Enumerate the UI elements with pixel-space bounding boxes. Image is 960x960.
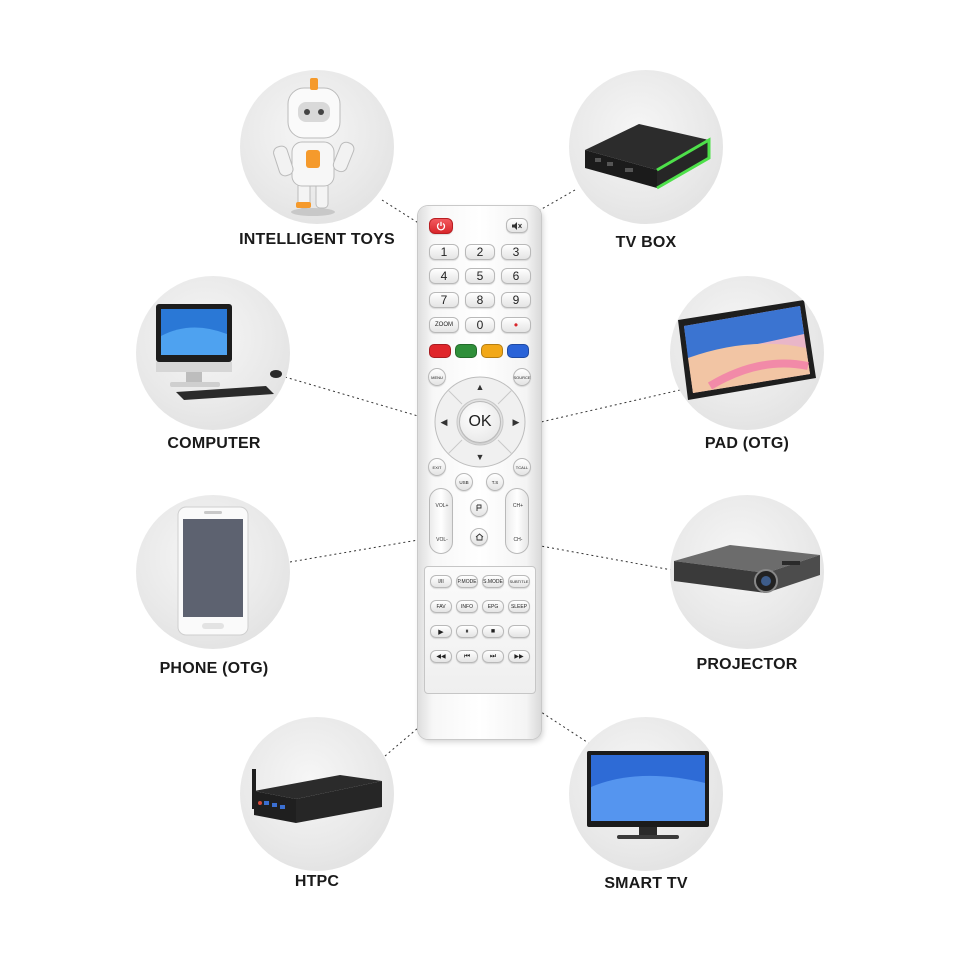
digit-0-button[interactable]: 0 [465,317,495,333]
smart-tv-circle [569,717,723,871]
next-button[interactable]: ⏭ [482,650,504,663]
digit-8-button[interactable]: 8 [465,292,495,308]
down-arrow-button[interactable]: ▼ [475,452,485,462]
power-button[interactable] [429,218,453,234]
back-icon [476,504,482,511]
usb-button[interactable]: USB [455,473,473,491]
vol-minus-label: VOL- [436,537,448,543]
intelligent-toys-label: INTELLIGENT TOYS [239,231,395,248]
tcall-button[interactable]: TCALL [513,458,531,476]
fav-button[interactable]: FAV [430,600,452,613]
blue-key[interactable] [507,344,529,358]
power-icon [436,221,446,231]
home-icon [475,533,483,541]
pad-circle [670,276,824,430]
previous-button[interactable]: ⏮ [456,650,478,663]
projector-icon [674,545,820,593]
info-button[interactable]: INFO [456,600,478,613]
tv-box-icon [585,124,711,190]
smart-tv-label: SMART TV [604,875,688,892]
digit-4-button[interactable]: 4 [429,268,459,284]
zoom-button[interactable]: ZOOM [429,317,459,333]
sleep-button[interactable]: SLEEP [508,600,530,613]
pad-label: PAD (OTG) [704,435,790,452]
ch-minus-label: CH- [513,537,523,543]
exit-button[interactable]: EXIT [428,458,446,476]
digit-1-button[interactable]: 1 [429,244,459,260]
remote-control: 1 2 3 4 5 6 7 8 9 ZOOM 0 • MENU SOURCE ▲… [418,206,541,739]
fast-forward-button[interactable]: ▶▶ [508,650,530,663]
pause-button[interactable]: ⏸ [456,625,478,638]
source-button[interactable]: SOURCE [513,368,531,386]
digit-3-button[interactable]: 3 [501,244,531,260]
digit-2-button[interactable]: 2 [465,244,495,260]
play-button[interactable]: ▶ [430,625,452,638]
computer-circle [136,276,290,430]
function-panel: I/II P.MODE S.MODE SUBTITLE FAV INFO EPG… [424,566,536,694]
channel-rocker[interactable]: CH+ CH- [505,488,529,554]
green-key[interactable] [455,344,477,358]
htpc-label: HTPC [294,873,340,890]
mute-button[interactable] [506,218,528,233]
phone-icon [177,506,249,636]
left-arrow-button[interactable]: ◀ [440,416,448,427]
p-mode-button[interactable]: P.MODE [456,575,478,588]
htpc-circle [240,717,394,871]
tablet-icon [678,300,816,400]
rewind-button[interactable]: ◀◀ [430,650,452,663]
blank-button[interactable] [508,625,530,638]
phone-circle [136,495,290,649]
digit-7-button[interactable]: 7 [429,292,459,308]
mini-pc-icon [252,769,382,823]
smart-tv-icon [587,751,709,839]
mute-icon [512,221,522,230]
volume-rocker[interactable]: VOL+ VOL- [429,488,453,554]
menu-button[interactable]: MENU [428,368,446,386]
projector-circle [670,495,824,649]
s-mode-button[interactable]: S.MODE [482,575,504,588]
red-key[interactable] [429,344,451,358]
robot-toy-icon [273,78,355,216]
phone-label: PHONE (OTG) [159,660,269,677]
vol-plus-label: VOL+ [435,503,449,509]
digit-5-button[interactable]: 5 [465,268,495,284]
epg-button[interactable]: EPG [482,600,504,613]
navigation-pad: ▲ ▼ ◀ ▶ OK [434,376,526,468]
up-arrow-button[interactable]: ▲ [475,382,485,392]
digit-6-button[interactable]: 6 [501,268,531,284]
yellow-key[interactable] [481,344,503,358]
home-button[interactable] [470,528,488,546]
intelligent-toys-circle [240,70,394,224]
projector-label: PROJECTOR [696,656,798,673]
dot-button[interactable]: • [501,317,531,333]
audio-i-ii-button[interactable]: I/II [430,575,452,588]
right-arrow-button[interactable]: ▶ [512,416,520,427]
computer-label: COMPUTER [167,435,261,452]
computer-icon [156,304,282,400]
tv-box-label: TV BOX [615,234,677,251]
tv-box-circle [569,70,723,224]
stop-button[interactable]: ■ [482,625,504,638]
ts-button[interactable]: T.S [486,473,504,491]
ok-button[interactable]: OK [459,401,501,443]
ch-plus-label: CH+ [512,503,524,509]
digit-9-button[interactable]: 9 [501,292,531,308]
subtitle-button[interactable]: SUBTITLE [508,575,530,588]
back-button[interactable] [470,499,488,517]
